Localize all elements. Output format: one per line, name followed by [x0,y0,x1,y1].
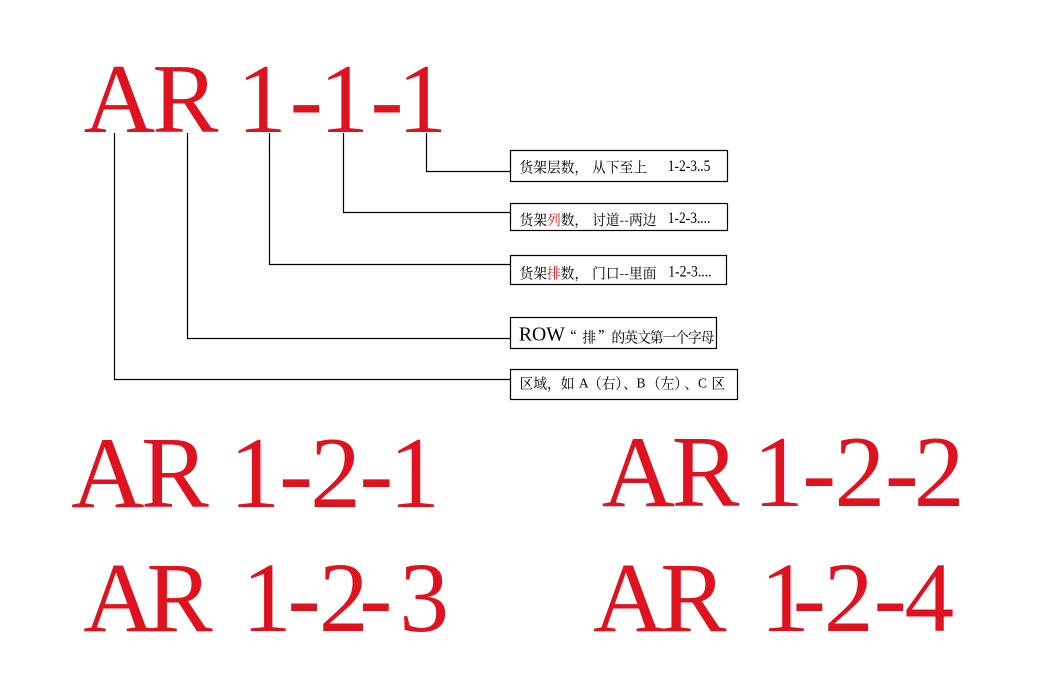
svg-text:1-2-3..5: 1-2-3..5 [668,158,711,175]
svg-text:A: A [579,376,589,391]
svg-text:B: B [637,376,646,391]
svg-text:ROW: ROW [519,324,565,346]
svg-text:C: C [698,376,707,391]
svg-text:1-2-3....: 1-2-3.... [668,263,711,280]
svg-text:1-2-3....: 1-2-3.... [668,210,711,227]
